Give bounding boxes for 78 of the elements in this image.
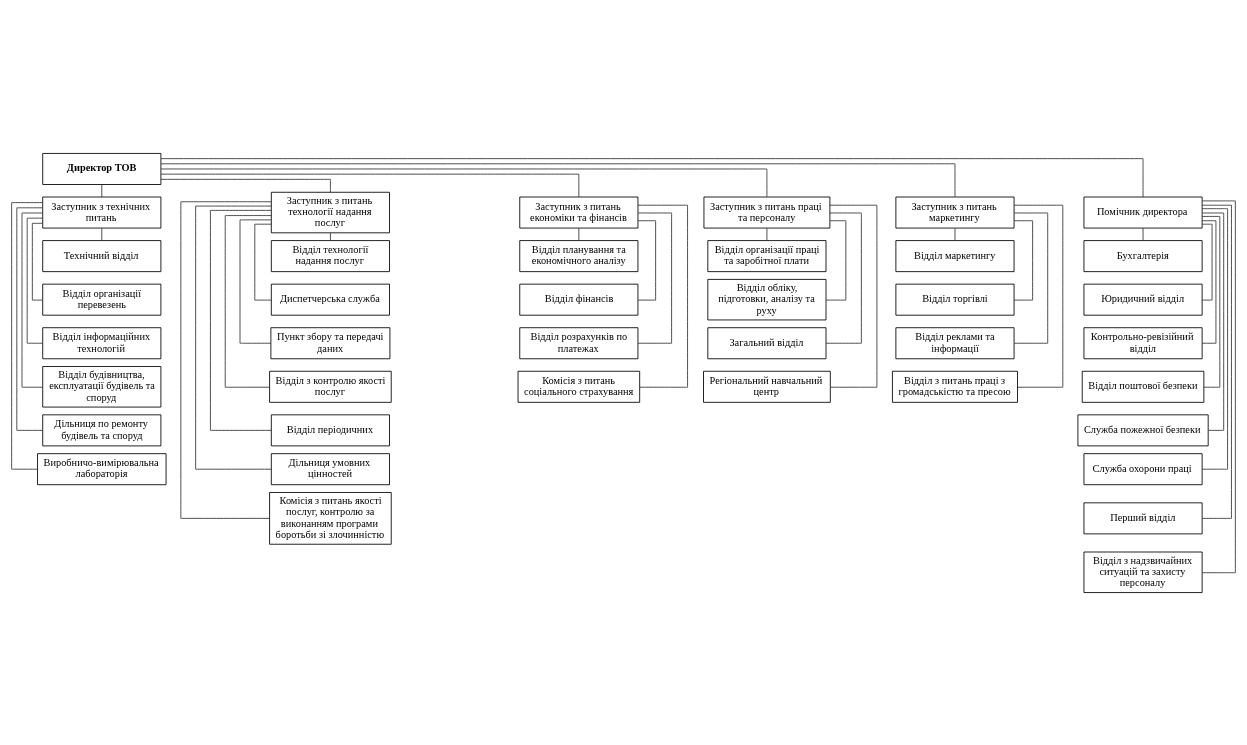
node-box: Диспетчерська служба: [270, 283, 390, 316]
node-box: Помічник директора: [1083, 196, 1203, 228]
connector: [16, 206, 43, 431]
connector: [160, 178, 331, 192]
connector: [21, 212, 43, 388]
connector: [1013, 204, 1064, 388]
connector: [31, 222, 44, 301]
node-box: Відділ будівництва, експлуатації будівель та споруд: [42, 365, 162, 407]
connector: [224, 214, 272, 388]
connector: [1201, 199, 1236, 573]
node-box: Дільниця умовних цінностей: [270, 452, 390, 485]
node-box: Відділ з питань праці з громадськістю та пресою: [892, 370, 1018, 403]
node-box: Відділ поштової безпеки: [1081, 370, 1205, 403]
node-box: Відділ організації праці та заробітної плати: [707, 239, 827, 272]
node-box: Відділ технології надання послуг: [270, 239, 390, 272]
node-box: Директор ТОВ: [42, 152, 162, 185]
connector: [1201, 207, 1228, 470]
node-box: Комісія з питань соціального страхування: [517, 370, 641, 403]
connector: [825, 212, 862, 344]
connector: [1201, 223, 1213, 301]
node-box: Служба охорони праці: [1083, 452, 1203, 485]
connector: [160, 162, 956, 197]
connector: [1201, 204, 1232, 519]
node-box: Дільниця по ремонту будівель та споруд: [42, 413, 162, 446]
connector: [101, 227, 103, 241]
node-box: Відділ маркетингу: [895, 239, 1015, 272]
connector: [1201, 219, 1217, 344]
node-box: Відділ розрахунків по платежах: [519, 326, 639, 359]
node-box: Комісія з питань якості послуг, контролю за виконанням програми боротьби зі злочинністю: [269, 491, 392, 545]
node-box: Контрольно-ревізійний відділ: [1083, 326, 1203, 359]
connector: [825, 219, 847, 301]
connector: [829, 204, 878, 388]
node-box: Відділ інформаційних технологій: [42, 326, 162, 359]
connector: [239, 218, 272, 344]
node-box: Відділ планування та економічного аналізу: [519, 239, 639, 272]
node-box: Заступник з питань економіки та фінансів: [519, 196, 639, 228]
connector: [766, 227, 768, 241]
connector: [160, 173, 580, 197]
node-box: Відділ з контролю якості послуг: [269, 370, 392, 403]
connector: [637, 219, 657, 301]
connector: [637, 212, 672, 344]
node-box: Загальний відділ: [707, 326, 827, 359]
node-box: Відділ організації перевезень: [42, 283, 162, 316]
connector: [1142, 227, 1144, 241]
connector: [11, 201, 44, 470]
connector: [954, 227, 956, 241]
connector: [180, 200, 272, 519]
connector: [1013, 212, 1049, 344]
connector: [160, 157, 1144, 197]
node-box: Заступник з технічних питань: [42, 196, 162, 228]
connector: [210, 209, 272, 431]
connector: [637, 204, 688, 388]
connector: [330, 232, 331, 241]
node-box: Відділ фінансів: [519, 283, 639, 316]
connector: [160, 168, 768, 197]
node-box: Бухгалтерія: [1083, 239, 1203, 272]
node-box: Відділ торгівлі: [895, 283, 1015, 316]
node-box: Відділ реклами та інформації: [895, 326, 1015, 359]
node-box: Виробничо-вимірювальна лабораторія: [37, 452, 167, 485]
node-box: Відділ обліку, підготовки, аналізу та руху: [707, 278, 827, 320]
connector: [1202, 212, 1225, 431]
connector: [101, 183, 103, 197]
node-box: Відділ з надзвичайних ситуацій та захисту персоналу: [1083, 551, 1203, 593]
node-box: Заступник з питань праці та персоналу: [703, 196, 831, 228]
node-box: Юридичний відділ: [1083, 283, 1203, 316]
connector: [578, 227, 580, 241]
node-box: Відділ періодичних: [270, 413, 390, 446]
connector: [1201, 215, 1221, 388]
node-box: Служба пожежної безпеки: [1077, 413, 1209, 446]
connector: [26, 217, 44, 344]
node-box: Заступник з питань технології надання послуг: [270, 191, 390, 233]
node-box: Технічний відділ: [42, 239, 162, 272]
node-box: Перший відділ: [1083, 501, 1203, 534]
node-box: Заступник з питань маркетингу: [895, 196, 1015, 228]
node-box: Пункт збору та передачі даних: [270, 326, 391, 359]
connector: [195, 205, 272, 470]
node-box: Регіональний навчальний центр: [703, 370, 831, 403]
connector: [1013, 219, 1034, 301]
